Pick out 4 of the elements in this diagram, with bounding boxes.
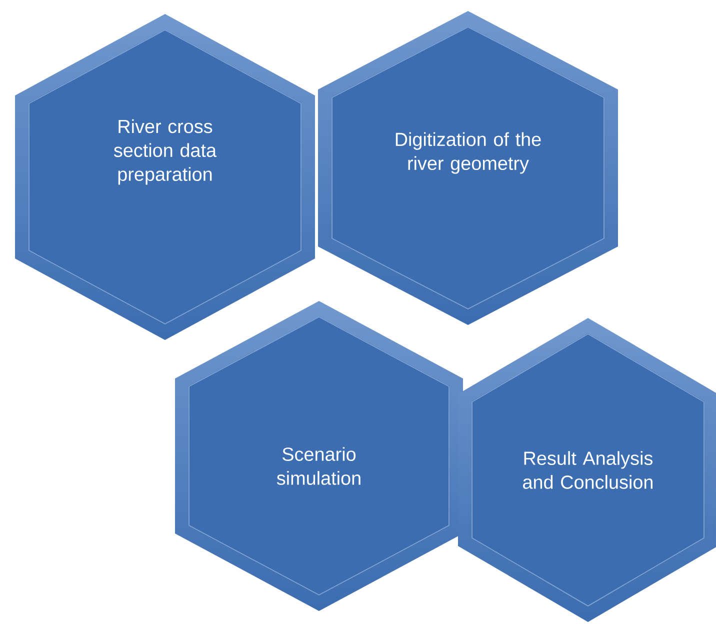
hexagon: Scenario simulation [188, 316, 450, 596]
hexagon: Result Analysis and Conclusion [471, 333, 705, 607]
hexagon: River cross section data preparation [28, 29, 302, 325]
hexagon: Digitization of the river geometry [331, 26, 605, 310]
